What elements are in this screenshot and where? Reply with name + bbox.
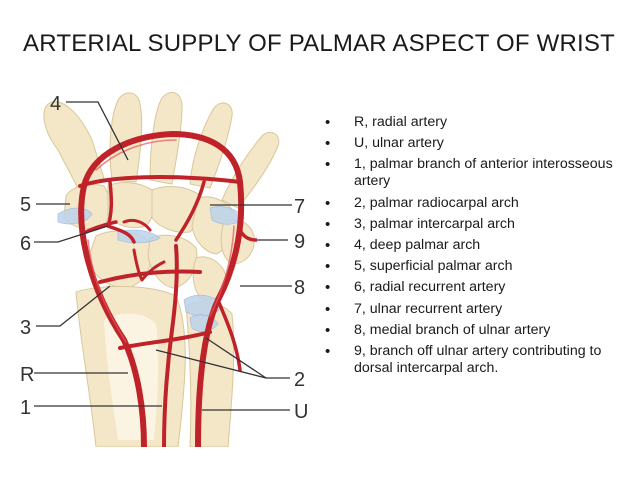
legend-item-4: 4, deep palmar arch bbox=[322, 237, 627, 254]
legend-list: R, radial artery U, ulnar artery 1, palm… bbox=[322, 114, 627, 381]
callout-3: 3 bbox=[20, 317, 31, 339]
callout-8: 8 bbox=[294, 277, 305, 299]
legend-item-6: 6, radial recurrent artery bbox=[322, 279, 627, 296]
callout-U: U bbox=[294, 401, 308, 423]
callout-1: 1 bbox=[20, 397, 31, 419]
legend-item-7: 7, ulnar recurrent artery bbox=[322, 301, 627, 318]
callout-4: 4 bbox=[50, 93, 61, 115]
legend-item-3: 3, palmar intercarpal arch bbox=[322, 216, 627, 233]
legend-item-8: 8, medial branch of ulnar artery bbox=[322, 322, 627, 339]
legend-item-r: R, radial artery bbox=[322, 114, 627, 131]
callout-R: R bbox=[20, 364, 34, 386]
callout-5: 5 bbox=[20, 194, 31, 216]
legend-item-9: 9, branch off ulnar artery contributing … bbox=[322, 343, 627, 377]
callout-9: 9 bbox=[294, 231, 305, 253]
leader-lines bbox=[34, 101, 292, 411]
wrist-artery-illustration: 4 5 6 3 R 1 7 9 8 2 U bbox=[20, 91, 308, 447]
callout-labels: 4 5 6 3 R 1 7 9 8 2 U bbox=[20, 93, 308, 423]
callout-7: 7 bbox=[294, 196, 305, 218]
legend-item-u: U, ulnar artery bbox=[322, 135, 627, 152]
legend-item-2: 2, palmar radiocarpal arch bbox=[322, 195, 627, 212]
callout-6: 6 bbox=[20, 233, 31, 255]
bones bbox=[43, 91, 280, 447]
legend-item-5: 5, superficial palmar arch bbox=[322, 258, 627, 275]
callout-2: 2 bbox=[294, 369, 305, 391]
legend-item-1: 1, palmar branch of anterior interosseou… bbox=[322, 156, 627, 190]
slide-title: ARTERIAL SUPPLY OF PALMAR ASPECT OF WRIS… bbox=[23, 30, 615, 57]
